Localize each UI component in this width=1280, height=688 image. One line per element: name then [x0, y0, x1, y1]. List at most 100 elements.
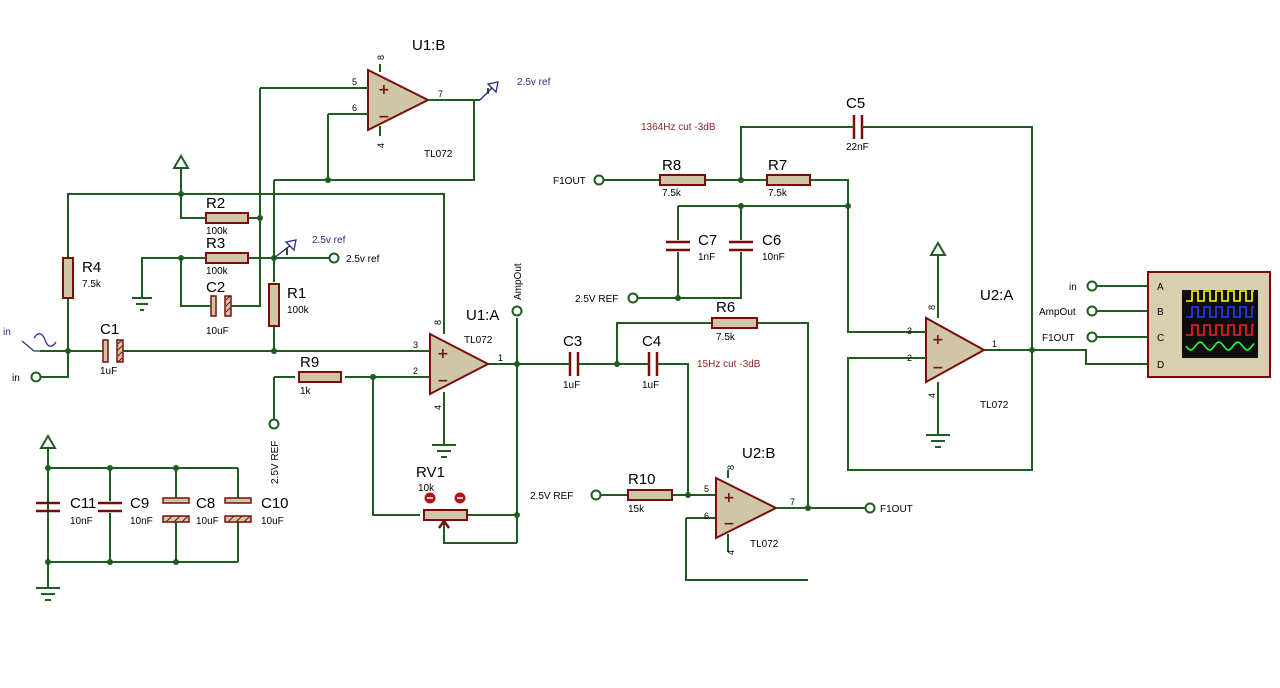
- terminal-2v5-ref-c7[interactable]: 2.5V REF: [575, 292, 639, 306]
- scope-channel-label: A: [1157, 282, 1164, 293]
- capacitor-ref: C11: [70, 495, 96, 512]
- capacitor-c10[interactable]: C10 10uF: [224, 495, 289, 527]
- capacitor-ref: C9: [130, 495, 149, 512]
- terminal-ampout[interactable]: AmpOut: [511, 263, 525, 317]
- capacitor-c1[interactable]: C1 1uF: [100, 321, 130, 377]
- resistor-r4[interactable]: R4 7.5k: [62, 257, 102, 299]
- pin-label: 2: [907, 353, 912, 363]
- terminal-scope-ampout[interactable]: AmpOut: [1039, 305, 1098, 319]
- resistor-r8[interactable]: R8 7.5k: [659, 157, 706, 199]
- terminal-label: 2.5V REF: [270, 441, 281, 484]
- opamp-ref: U1:A: [466, 307, 499, 324]
- capacitor-value: 22nF: [846, 142, 869, 153]
- capacitor-c7[interactable]: C7 1nF: [666, 232, 717, 263]
- resistor-r2[interactable]: R2 100k: [200, 195, 249, 237]
- sine-wave-icon: [33, 333, 57, 347]
- ground-icon: [132, 297, 152, 311]
- capacitor-ref: C6: [762, 232, 781, 249]
- opamp-u2b[interactable]: + − U2:B TL072 5 6 7 8 4: [704, 445, 795, 555]
- terminal-label: F1OUT: [553, 176, 586, 187]
- resistor-value: 15k: [628, 504, 645, 515]
- wires: [40, 87, 1148, 588]
- resistor-r6[interactable]: R6 7.5k: [711, 299, 758, 343]
- scope-channel-label: B: [1157, 307, 1164, 318]
- capacitor-c4[interactable]: C4 1uF: [640, 333, 666, 391]
- capacitor-value: 1nF: [698, 252, 715, 263]
- opamp-ref: U2:B: [742, 445, 775, 462]
- resistor-ref: R3: [206, 235, 225, 252]
- resistor-ref: R9: [300, 354, 319, 371]
- resistor-ref: R8: [662, 157, 681, 174]
- terminal-f1out-u2b[interactable]: F1OUT: [864, 502, 913, 516]
- power-arrow-icon: [39, 434, 57, 462]
- annotation-low-cut: 15Hz cut -3dB: [697, 359, 761, 370]
- terminal-label: 2.5v ref: [346, 254, 380, 265]
- terminal-2v5-ref-r10[interactable]: 2.5V REF: [530, 489, 602, 503]
- plus-sign: +: [723, 490, 735, 506]
- resistor-ref: R4: [82, 259, 101, 276]
- resistor-r10[interactable]: R10 15k: [627, 471, 673, 515]
- annotation-high-cut: 1364Hz cut -3dB: [641, 122, 716, 133]
- oscilloscope[interactable]: A B C D: [1147, 271, 1271, 378]
- pin-label: 6: [352, 103, 357, 113]
- pin-label: 4: [376, 143, 386, 148]
- capacitor-c6[interactable]: C6 10nF: [729, 232, 785, 263]
- terminal-scope-f1out[interactable]: F1OUT: [1042, 331, 1098, 345]
- capacitor-c2[interactable]: C2 10uF: [200, 279, 235, 337]
- terminal-label: AmpOut: [513, 263, 524, 300]
- pin-label: 5: [352, 77, 357, 87]
- terminal-2v5-ref-vertical[interactable]: 2.5V REF: [268, 418, 282, 485]
- resistor-r3[interactable]: R3 100k: [200, 235, 249, 277]
- resistor-value: 7.5k: [768, 188, 788, 199]
- scope-channel-label: D: [1157, 360, 1164, 371]
- resistor-value: 100k: [206, 226, 229, 237]
- resistor-r1[interactable]: R1 100k: [268, 283, 310, 327]
- generator-label: in: [3, 327, 11, 338]
- scope-channel-label: C: [1157, 333, 1164, 344]
- plus-sign: +: [378, 82, 390, 98]
- terminal-label: F1OUT: [1042, 333, 1075, 344]
- capacitor-ref: C3: [563, 333, 582, 350]
- pin-label: 6: [704, 511, 709, 521]
- signal-generator[interactable]: in: [3, 327, 57, 352]
- opamp-u1a[interactable]: + − U1:A TL072 3 2 1 8 4: [413, 307, 503, 410]
- capacitor-c3[interactable]: C3 1uF: [560, 333, 587, 391]
- pin-label: 8: [726, 465, 736, 470]
- capacitor-value: 10nF: [762, 252, 785, 263]
- capacitor-c8[interactable]: C8 10uF: [162, 495, 219, 527]
- pin-label: 8: [927, 305, 937, 310]
- scope-trace-c: [1186, 324, 1254, 336]
- opamp-model: TL072: [750, 539, 779, 550]
- scope-trace-b: [1186, 306, 1254, 318]
- flag-2v5-ref-r1[interactable]: 2.5v ref: [273, 235, 346, 259]
- pin-label: 1: [992, 339, 997, 349]
- capacitor-c9[interactable]: C9 10nF: [98, 495, 153, 527]
- opamp-model: TL072: [980, 400, 1009, 411]
- opamp-ref: U1:B: [412, 37, 445, 54]
- capacitor-c11[interactable]: C11 10nF: [36, 495, 96, 527]
- pin-label: 7: [438, 89, 443, 99]
- capacitor-ref: C2: [206, 279, 225, 296]
- pin-label: 4: [433, 405, 443, 410]
- pin-label: 2: [413, 366, 418, 376]
- resistor-value: 100k: [287, 305, 310, 316]
- resistor-r9[interactable]: R9 1k: [298, 354, 342, 397]
- terminal-label: 2.5V REF: [530, 491, 573, 502]
- capacitor-ref: C10: [261, 495, 289, 512]
- terminal-in[interactable]: in: [12, 371, 42, 385]
- resistor-ref: R10: [628, 471, 656, 488]
- pin-label: 8: [376, 55, 386, 60]
- terminal-label: in: [1069, 282, 1077, 293]
- terminal-2v5-ref-r3[interactable]: 2.5v ref: [328, 252, 380, 266]
- resistor-r7[interactable]: R7 7.5k: [766, 157, 811, 199]
- flag-2v5-ref-u1b[interactable]: 2.5v ref: [479, 77, 551, 101]
- opamp-u2a[interactable]: + − U2:A TL072 3 2 1 8 4: [907, 287, 1013, 411]
- terminal-f1out-r8[interactable]: F1OUT: [553, 174, 605, 188]
- potentiometer-rv1[interactable]: RV1 10k: [416, 464, 468, 543]
- capacitor-c5[interactable]: C5 22nF: [840, 95, 875, 153]
- terminal-label: 2.5V REF: [575, 294, 618, 305]
- terminal-label: F1OUT: [880, 504, 913, 515]
- terminal-label: in: [12, 373, 20, 384]
- opamp-u1b[interactable]: + − U1:B TL072 5 6 7 8 4: [352, 37, 453, 160]
- terminal-scope-in[interactable]: in: [1069, 280, 1098, 294]
